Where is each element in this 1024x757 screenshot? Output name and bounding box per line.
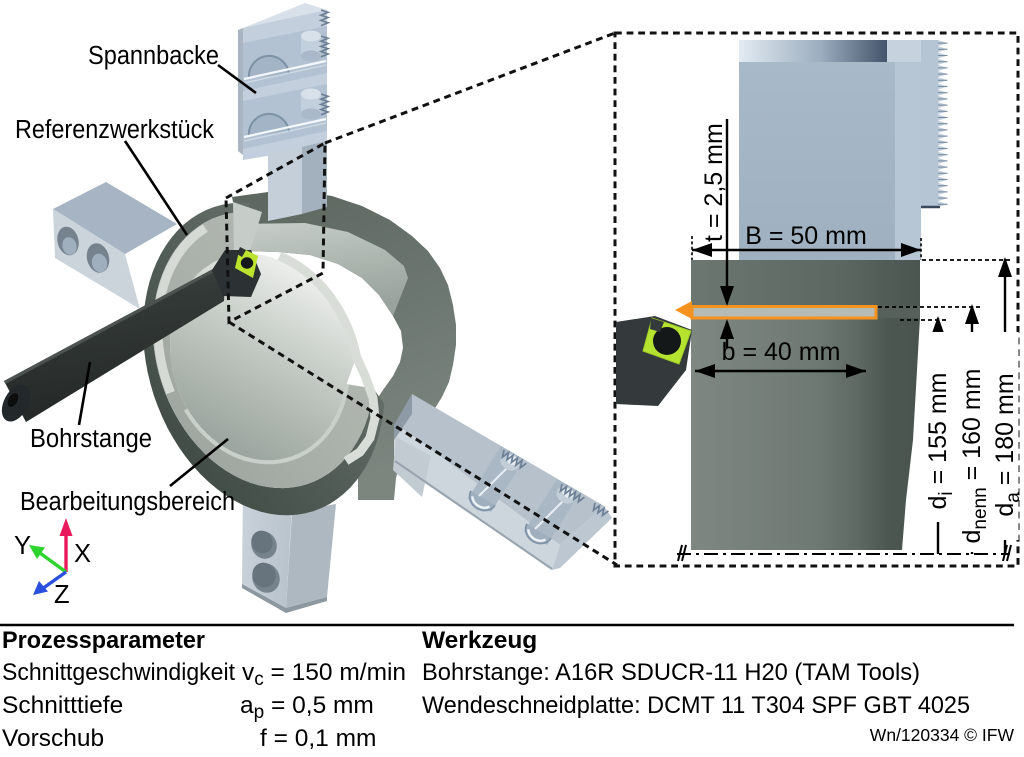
svg-text:Wn/120334 © IFW: Wn/120334 © IFW [870,725,1015,745]
svg-text:Werkzeug: Werkzeug [422,627,537,654]
svg-text:Z: Z [54,581,70,609]
svg-text:Schnitttiefe: Schnitttiefe [2,692,123,719]
svg-text:b = 40 mm: b = 40 mm [722,338,841,366]
svg-text:Bohrstange: A16R SDUCR-11 H20: Bohrstange: A16R SDUCR-11 H20 (TAM Tools… [422,659,920,686]
svg-text:di = 155 mm: di = 155 mm [924,373,957,510]
svg-text:Referenzwerkstück: Referenzwerkstück [15,116,214,144]
svg-text:da = 180 mm: da = 180 mm [991,373,1024,516]
svg-text:B = 50 mm: B = 50 mm [745,222,867,250]
svg-text:X: X [74,540,91,568]
svg-text:Prozessparameter: Prozessparameter [2,627,205,654]
svg-text:ap = 0,5 mm: ap = 0,5 mm [240,692,374,723]
svg-text:Vorschub: Vorschub [2,725,104,752]
svg-text:t = 2,5 mm: t = 2,5 mm [700,123,728,242]
svg-text:dnenn = 160 mm: dnenn = 160 mm [958,369,991,544]
svg-text:Y: Y [14,532,31,560]
svg-text:Bearbeitungsbereich: Bearbeitungsbereich [20,488,235,516]
svg-text:Spannbacke: Spannbacke [88,42,219,70]
svg-text:vc = 150 m/min: vc = 150 m/min [242,659,406,690]
svg-text:Schnittgeschwindigkeit: Schnittgeschwindigkeit [2,659,235,686]
svg-text:Bohrstange: Bohrstange [30,425,152,453]
svg-text:f = 0,1 mm: f = 0,1 mm [260,725,376,752]
svg-text:Wendeschneidplatte: DCMT 11 T3: Wendeschneidplatte: DCMT 11 T304 SPF GBT… [422,692,970,719]
